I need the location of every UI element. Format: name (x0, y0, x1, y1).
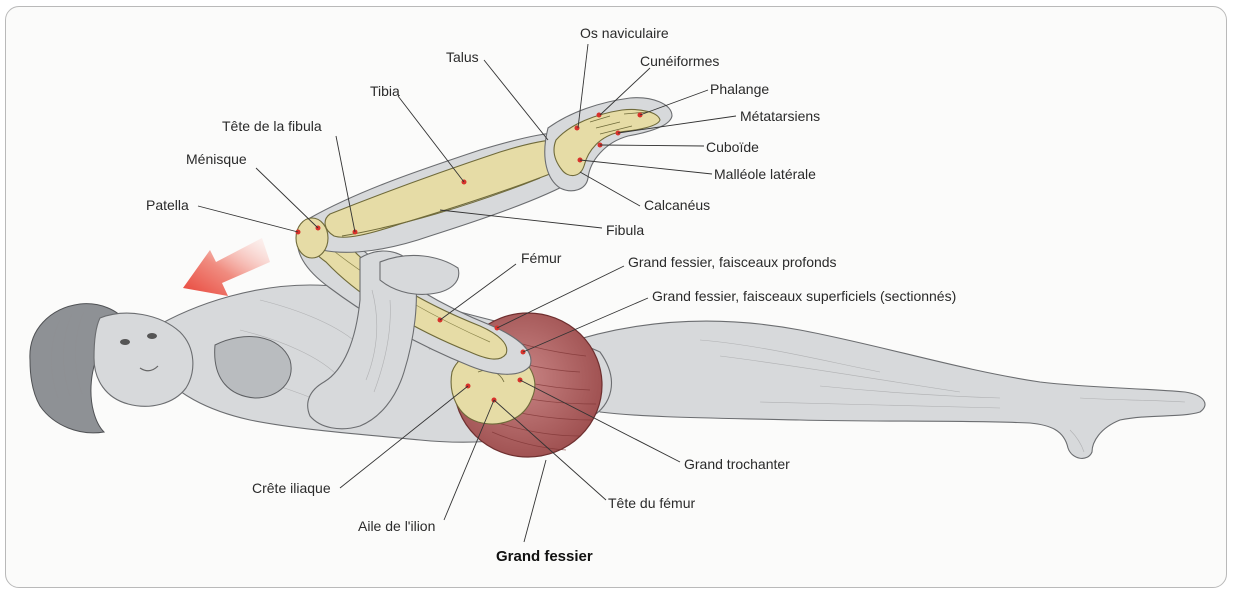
extended-leg (560, 321, 1205, 458)
label-malleole-laterale: Malléole latérale (714, 166, 816, 182)
label-metatarsiens: Métatarsiens (740, 108, 820, 124)
label-tete-du-femur: Tête du fémur (608, 495, 695, 511)
label-menisque: Ménisque (186, 151, 247, 167)
label-grand-fessier-profonds: Grand fessier, faisceaux profonds (628, 254, 837, 270)
label-talus: Talus (446, 49, 479, 65)
label-femur: Fémur (521, 250, 562, 266)
label-fibula: Fibula (606, 222, 644, 238)
label-grand-fessier: Grand fessier (496, 548, 593, 565)
stretch-direction-arrow-icon (183, 238, 270, 296)
lower-leg (296, 132, 588, 258)
label-crete-iliaque: Crête iliaque (252, 480, 331, 496)
label-calcaneus: Calcanéus (644, 197, 710, 213)
label-tete-fibula: Tête de la fibula (222, 118, 322, 134)
foot (545, 98, 672, 191)
label-aile-ilion: Aile de l'ilion (358, 518, 435, 534)
label-cuneiformes: Cunéiformes (640, 53, 719, 69)
head (30, 304, 193, 433)
label-cuboide: Cuboïde (706, 139, 759, 155)
label-os-naviculaire: Os naviculaire (580, 25, 669, 41)
label-patella: Patella (146, 197, 189, 213)
label-tibia: Tibia (370, 83, 400, 99)
label-phalange: Phalange (710, 81, 769, 97)
label-grand-trochanter: Grand trochanter (684, 456, 790, 472)
label-grand-fessier-superficiels: Grand fessier, faisceaux superficiels (s… (652, 288, 956, 304)
